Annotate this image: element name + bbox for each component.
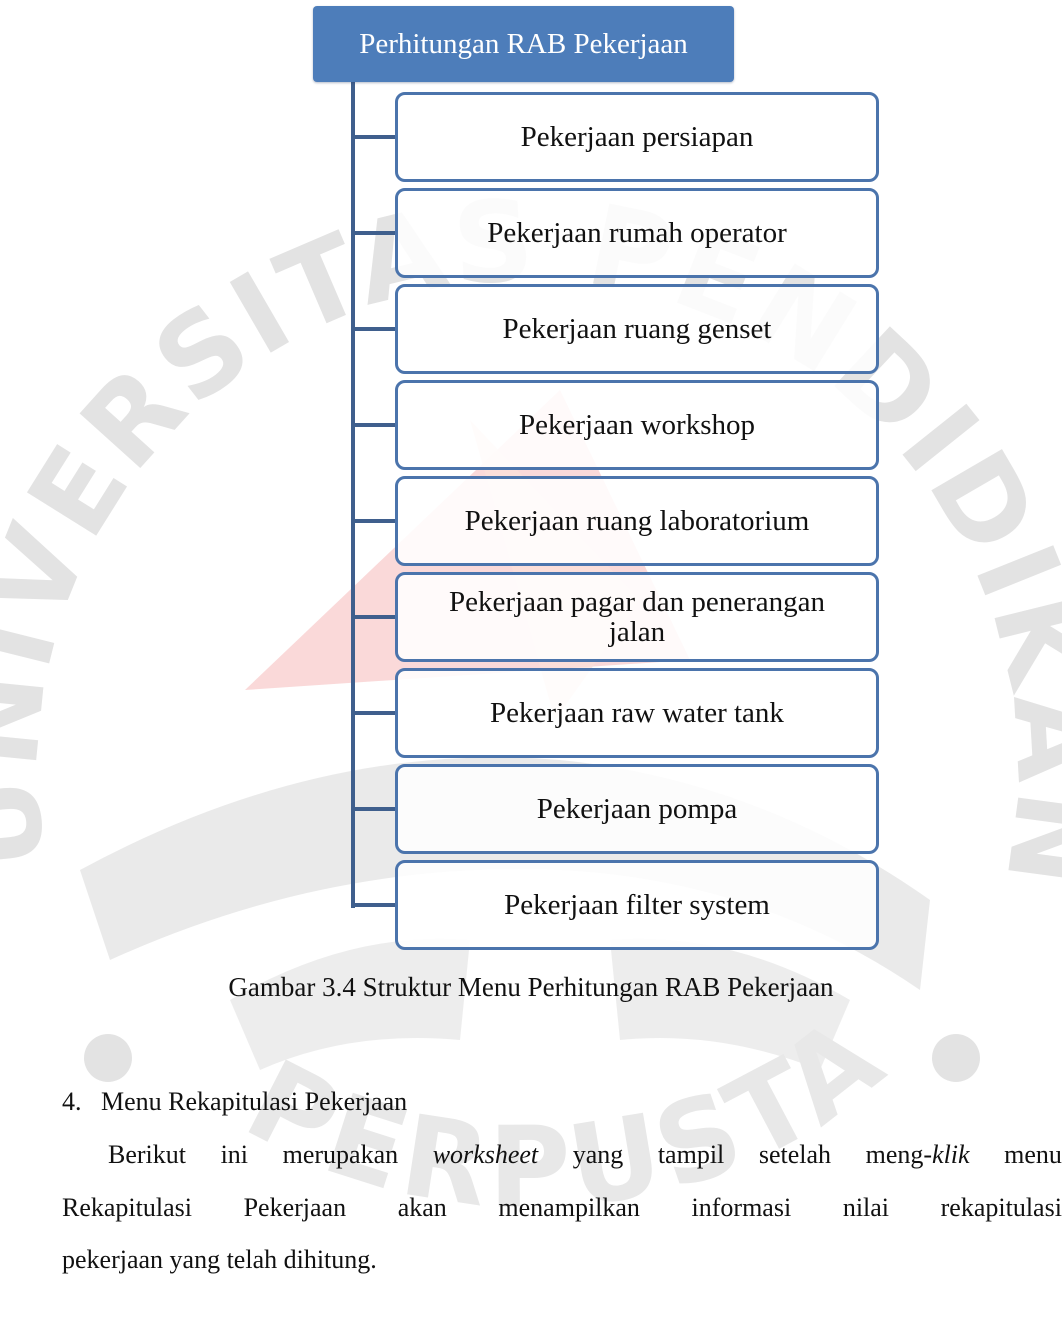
diagram-node-raw-water-tank: Pekerjaan raw water tank [395, 668, 879, 758]
section-heading: 4. Menu Rekapitulasi Pekerjaan [62, 1087, 408, 1116]
diagram-node-ruang-genset: Pekerjaan ruang genset [395, 284, 879, 374]
diagram-root-node: Perhitungan RAB Pekerjaan [313, 6, 734, 82]
figure-caption: Gambar 3.4 Struktur Menu Perhitungan RAB… [228, 972, 834, 1002]
node-label: Pekerjaan filter system [504, 889, 770, 921]
word: Berikut [108, 1140, 186, 1169]
diagram-node-ruang-laboratorium: Pekerjaan ruang laboratorium [395, 476, 879, 566]
diagram-root-label: Perhitungan RAB Pekerjaan [359, 27, 688, 60]
tree-branch-line [351, 903, 395, 907]
word-italic: klik [932, 1140, 970, 1169]
word: Rekapitulasi [62, 1193, 192, 1222]
tree-branch-line [351, 615, 395, 619]
diagram-node-workshop: Pekerjaan workshop [395, 380, 879, 470]
node-label: Pekerjaan rumah operator [487, 217, 787, 249]
paragraph-line-1: Berikut ini merupakan worksheet yang tam… [108, 1140, 1062, 1170]
tree-branch-line [351, 231, 395, 235]
word: rekapitulasi [940, 1193, 1062, 1222]
word: akan [397, 1193, 447, 1222]
word: tampil [657, 1140, 725, 1169]
tree-branch-line [351, 135, 395, 139]
node-label: Pekerjaan raw water tank [490, 697, 784, 729]
diagram-node-filter-system: Pekerjaan filter system [395, 860, 879, 950]
word-prefix: meng- [865, 1140, 933, 1169]
diagram-node-pagar-penerangan: Pekerjaan pagar dan penerangan jalan [395, 572, 879, 662]
tree-branch-line [351, 519, 395, 523]
word: yang [572, 1140, 624, 1169]
node-label: Pekerjaan persiapan [520, 121, 754, 153]
word: informasi [691, 1193, 792, 1222]
node-label: Pekerjaan ruang genset [502, 313, 772, 345]
diagram-node-persiapan: Pekerjaan persiapan [395, 92, 879, 182]
word: setelah [758, 1140, 832, 1169]
word: nilai [842, 1193, 890, 1222]
word: ini [220, 1140, 249, 1169]
node-label: Pekerjaan ruang laboratorium [464, 505, 810, 537]
node-label: Pekerjaan workshop [519, 409, 755, 441]
word: merupakan [282, 1140, 399, 1169]
tree-branch-line [351, 327, 395, 331]
tree-branch-line [351, 711, 395, 715]
tree-branch-line [351, 807, 395, 811]
word: Pekerjaan [243, 1193, 347, 1222]
paragraph-line-2: Rekapitulasi Pekerjaan akan menampilkan … [62, 1193, 1062, 1223]
node-label: Pekerjaan pagar dan penerangan jalan [449, 586, 825, 648]
node-label: Pekerjaan pompa [536, 793, 738, 825]
word: menu [1004, 1140, 1062, 1169]
word: menampilkan [498, 1193, 640, 1222]
diagram-node-rumah-operator: Pekerjaan rumah operator [395, 188, 879, 278]
diagram-node-pompa: Pekerjaan pompa [395, 764, 879, 854]
tree-trunk-line [351, 82, 355, 908]
word-compound: meng-klik [866, 1140, 970, 1170]
word-italic: worksheet [432, 1140, 539, 1169]
tree-branch-line [351, 423, 395, 427]
paragraph-line-3: pekerjaan yang telah dihitung. [62, 1245, 377, 1274]
